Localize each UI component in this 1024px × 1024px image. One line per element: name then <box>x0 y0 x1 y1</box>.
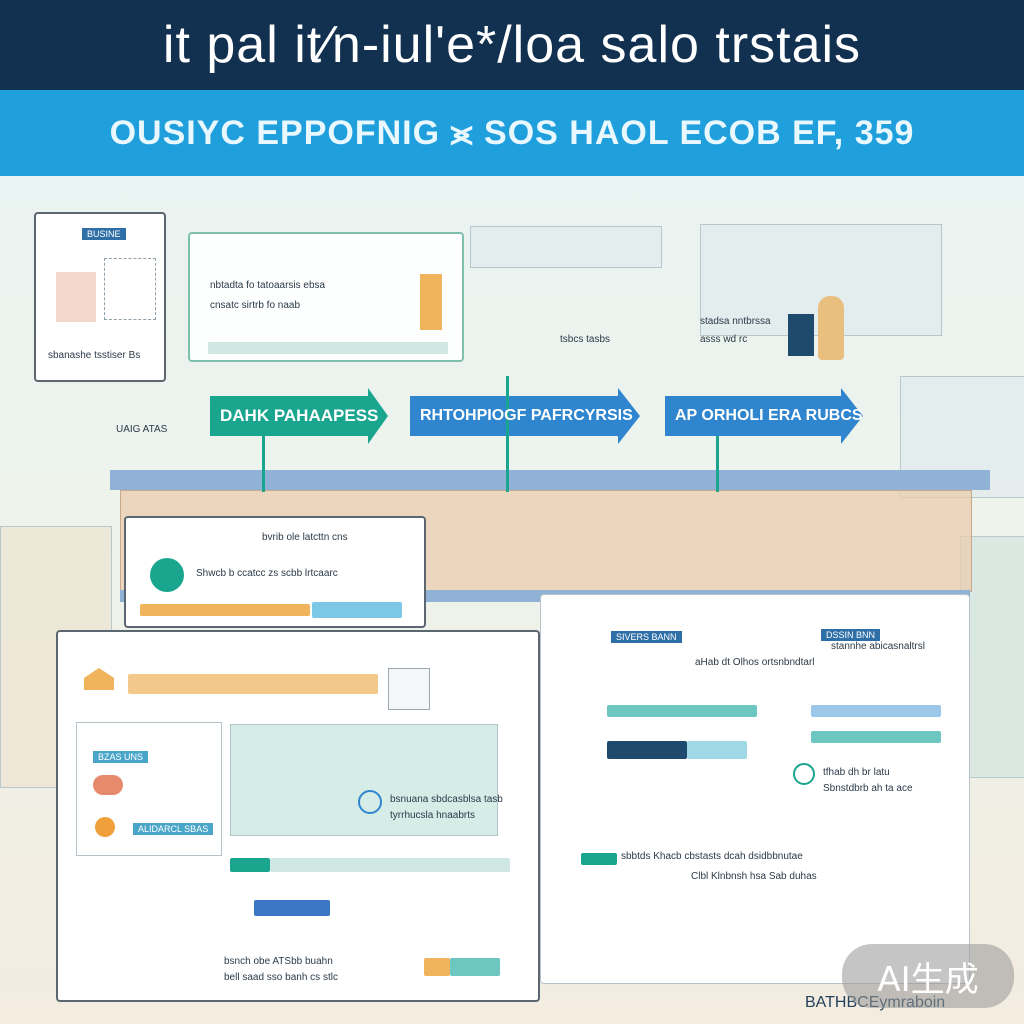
page-subtitle-text: OUSIYC EPPOFNIG ⪤ SOS HAOL ECOB EF, 359 <box>109 113 915 152</box>
right-panel-bar-6 <box>581 853 617 865</box>
step-1-label: DAHK PAHAAPESS <box>220 406 379 425</box>
status-circle-icon <box>150 558 184 592</box>
step-1: DAHK PAHAAPESS <box>210 388 388 444</box>
box-icon <box>420 274 442 330</box>
ai-watermark: AI生成 <box>842 944 1014 1008</box>
middle-card-row: Shwcb b ccatcc zs scbb lrtcaarc <box>196 568 338 579</box>
refresh-icon <box>358 790 382 814</box>
top-right-line-1: stadsa nntbrssa <box>700 316 771 327</box>
step-2-label: RHTOHPIOGF PAFRCYRSIS <box>420 407 633 424</box>
front-panel: BZAS UNS ALIDARCL SBAS bsnuana sbdcasbls… <box>56 630 540 1002</box>
middle-card-header: bvrib ole latcttn cns <box>262 532 348 543</box>
thumbnail <box>388 668 430 710</box>
front-panel-chip-2 <box>450 958 500 976</box>
left-side-label: UAIG ATAS <box>116 424 168 435</box>
bg-machine-top <box>470 226 662 268</box>
page-title: it pal it⁄n-iul'e*/loa salo trstais <box>0 0 1024 90</box>
front-panel-chip-1 <box>424 958 450 976</box>
front-panel-bar-2 <box>270 858 510 872</box>
diagram-canvas: BUSINE sbanashe tsstiser Bs nbtadta fo t… <box>0 176 1024 1024</box>
monitor-icon <box>788 314 814 356</box>
right-panel-bar-2 <box>607 741 687 759</box>
front-panel-line-1: bsnuana sbdcasblsa tasb <box>390 794 503 805</box>
connector-1 <box>262 436 265 492</box>
step-3: AP ORHOLI ERA RUBCS <box>665 388 863 444</box>
middle-card: bvrib ole latcttn cns Shwcb b ccatcc zs … <box>124 516 426 628</box>
front-panel-bar-3 <box>254 900 330 916</box>
right-panel-bar-5 <box>811 731 941 743</box>
spec-box <box>104 258 156 320</box>
right-panel-line-4: Sbnstdbrb ah ta ace <box>823 783 913 794</box>
top-left-card-caption: sbanashe tsstiser Bs <box>48 350 141 361</box>
page-title-text: it pal it⁄n-iul'e*/loa salo trstais <box>162 16 862 74</box>
top-center-line-1: nbtadta fo tatoaarsis ebsa <box>210 280 326 291</box>
front-panel-bottom-2: bell saad sso banh cs stlc <box>224 972 338 983</box>
mid-label: tsbcs tasbs <box>560 334 611 345</box>
connector-2 <box>506 376 509 492</box>
page-subtitle: OUSIYC EPPOFNIG ⪤ SOS HAOL ECOB EF, 359 <box>0 90 1024 176</box>
conveyor-rail <box>110 470 990 490</box>
top-left-card-tag: BUSINE <box>82 224 126 242</box>
top-left-card: BUSINE sbanashe tsstiser Bs <box>34 212 166 382</box>
right-panel-line-6: Clbl Klnbnsh hsa Sab duhas <box>691 871 817 882</box>
front-panel-bottom-1: bsnch obe ATSbb buahn <box>224 956 333 967</box>
right-panel-bar-4 <box>811 705 941 717</box>
right-panel-line-1: aHab dt Olhos ortsnbndtarl <box>695 657 815 668</box>
step-3-label: AP ORHOLI ERA RUBCS <box>675 407 863 424</box>
top-center-line-2: cnsatc sirtrb fo naab <box>210 300 301 311</box>
home-icon <box>84 668 114 690</box>
middle-card-bar <box>140 604 310 616</box>
right-panel-bar-3 <box>687 741 747 759</box>
fish-icon <box>93 775 123 795</box>
step-3-arrow-icon <box>841 388 863 444</box>
front-tag-1: BZAS UNS <box>93 747 149 765</box>
top-right-line-2: asss wd rc <box>700 334 748 345</box>
front-panel-content <box>230 724 498 836</box>
step-2-arrow-icon <box>618 388 640 444</box>
right-panel-tag-1: SIVERS BANN <box>611 627 682 645</box>
gear-icon <box>793 763 815 785</box>
middle-card-chip <box>312 602 402 618</box>
top-center-card: nbtadta fo tatoaarsis ebsa cnsatc sirtrb… <box>188 232 464 362</box>
front-panel-sidebar: BZAS UNS ALIDARCL SBAS <box>76 722 222 856</box>
worker-figure <box>818 296 844 360</box>
coin-icon <box>95 817 115 837</box>
right-panel-bar-1 <box>607 705 757 717</box>
right-panel-line-3: tfhab dh br latu <box>823 767 890 778</box>
front-panel-bar-1 <box>230 858 270 872</box>
connector-3 <box>716 436 719 492</box>
front-tag-2: ALIDARCL SBAS <box>133 819 214 837</box>
product-image <box>56 272 96 322</box>
front-panel-line-2: tyrrhucsla hnaabrts <box>390 810 476 821</box>
right-panel-tag-2: DSSIN BNN <box>821 625 881 643</box>
step-2: RHTOHPIOGF PAFRCYRSIS <box>410 388 640 444</box>
top-center-bar <box>208 342 448 354</box>
step-1-arrow-icon <box>368 388 388 444</box>
right-panel-line-2: stannhe abicasnaltrsl <box>831 641 925 652</box>
front-panel-search-bar <box>128 674 378 694</box>
right-panel-line-5: sbbtds Khacb cbstasts dcah dsidbbnutae <box>621 851 803 862</box>
right-panel: SIVERS BANN DSSIN BNN aHab dt Olhos orts… <box>540 594 970 984</box>
